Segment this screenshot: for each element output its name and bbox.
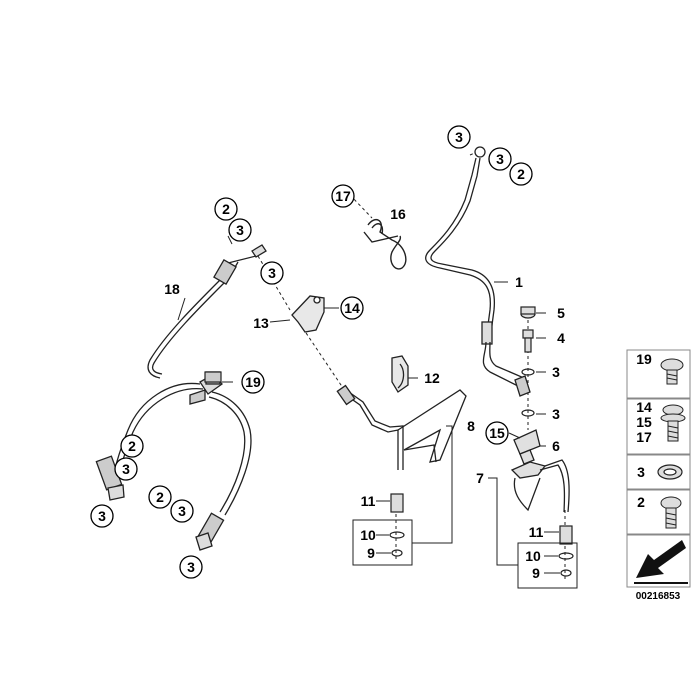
callout-2-left: 2 [128,438,136,454]
brake-line-8 [336,384,467,470]
bracket-13 [291,295,325,333]
callout-3-upper: 3 [236,222,244,238]
clip-16 [363,218,407,270]
callouts [90,125,533,579]
label-9-right: 9 [532,565,540,581]
legend-14: 14 [636,399,652,415]
callout-3-top-right: 3 [496,151,504,167]
label-1: 1 [515,274,523,290]
label-4: 4 [557,330,565,346]
legend-17: 17 [636,429,652,445]
banjo-bolt-stack [520,306,536,417]
label-3-banjo-lower: 3 [552,406,560,422]
callout-19: 19 [245,374,261,390]
label-9-left: 9 [367,545,375,561]
legend-19: 19 [636,351,652,367]
screw-19-icon [660,358,684,385]
label-7: 7 [476,470,484,486]
callout-2-top-right: 2 [517,166,525,182]
label-12: 12 [424,370,440,386]
leader-lines [177,235,560,574]
label-13: 13 [253,315,269,331]
label-11-right: 11 [529,524,544,540]
callout-15: 15 [489,425,505,441]
callout-2-upper: 2 [222,201,230,217]
fittings-left [389,493,405,557]
callout-3-top: 3 [455,129,463,145]
label-6: 6 [552,438,560,454]
label-10-left: 10 [360,527,376,543]
callout-3-left: 3 [122,461,130,477]
screw-2-icon [660,496,682,529]
callout-2-bottom: 2 [156,489,164,505]
callout-3-bottom: 3 [178,503,186,519]
label-18: 18 [164,281,180,297]
label-5: 5 [557,305,565,321]
direction-arrow-icon [630,538,688,584]
callout-3-bottom-left: 3 [98,508,106,524]
fittings-right [558,525,574,577]
washer-3-icon [657,464,683,480]
label-11-left: 11 [361,493,376,509]
legend-2: 2 [637,494,645,510]
label-8: 8 [467,418,475,434]
brake-line-1 [425,146,531,397]
bolt-14-icon [660,404,686,442]
callout-17: 17 [335,188,351,204]
distributor-6 [510,429,570,513]
callout-3-mid: 3 [268,265,276,281]
callout-14: 14 [344,300,360,316]
label-16: 16 [390,206,406,222]
drawing-code: 00216853 [636,591,681,602]
fitting-19 [204,371,222,383]
legend-15: 15 [636,414,652,430]
legend-3: 3 [637,464,645,480]
label-10-right: 10 [525,548,541,564]
callout-3-bottom-low: 3 [187,559,195,575]
guide-lines [257,149,566,580]
label-3-banjo-upper: 3 [552,364,560,380]
legend-panel: 19 14 15 17 3 2 [626,349,691,588]
clip-12 [391,355,409,393]
